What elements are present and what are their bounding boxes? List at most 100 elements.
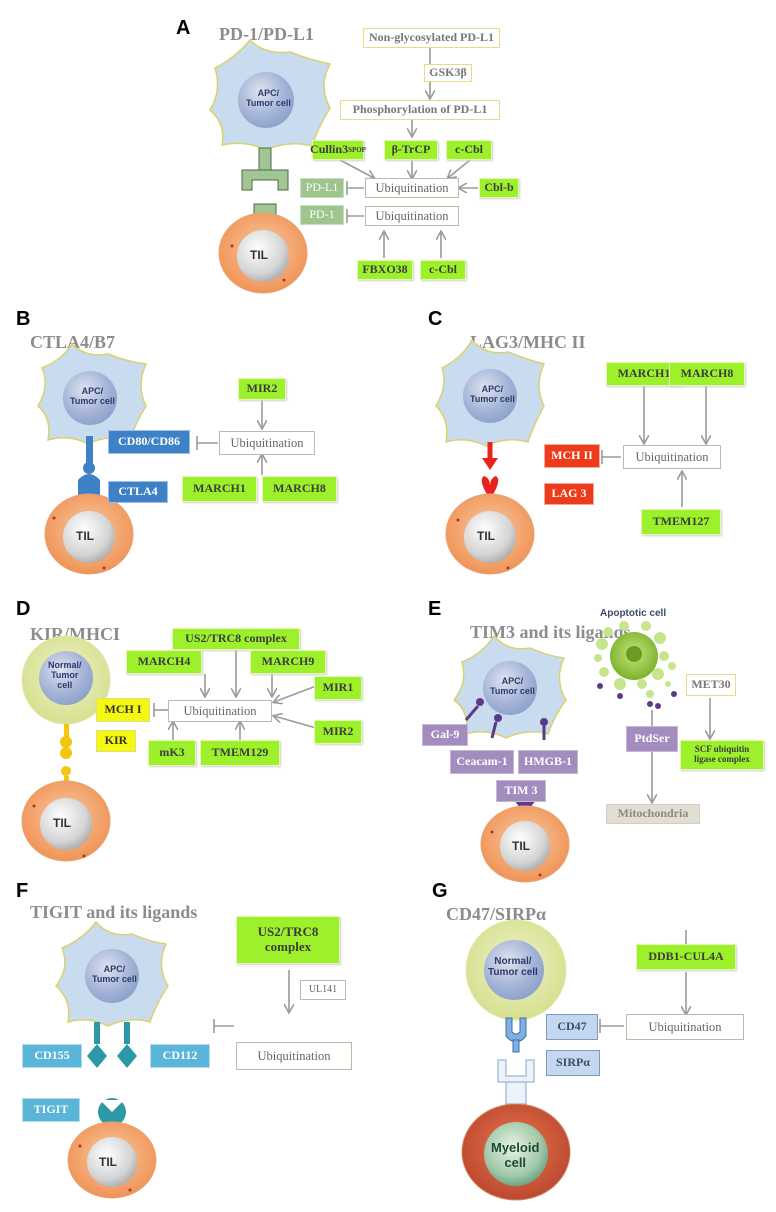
panel-b-cells <box>37 342 388 575</box>
myeloid-cell-label: Myeloid cell <box>491 1140 539 1170</box>
apc-cell-label: APC/ Tumor cell <box>70 386 115 406</box>
apc-cell-label: APC/ Tumor cell <box>246 88 291 108</box>
panel-label: E <box>428 598 442 620</box>
hmgb1-box: HMGB-1 <box>518 750 578 774</box>
tim3-box: TIM 3 <box>496 780 546 802</box>
gal9-box: Gal-9 <box>422 724 468 746</box>
apc-cell-text: APC/ Tumor cell <box>92 964 137 984</box>
til-cell-label: TIL <box>250 248 268 262</box>
til-cell-label: TIL <box>512 839 530 853</box>
panel-d: D KIR/MHCI Normal/ Tumor cell TIL US2/TR… <box>0 590 388 872</box>
scf-ligase-text: SCF ubiquitin ligase complex <box>694 744 750 764</box>
mir1-box: MIR1 <box>314 676 362 700</box>
ccbl-box-2: c-Cbl <box>420 260 466 280</box>
mir2-box: MIR2 <box>238 378 286 400</box>
panel-a-cells <box>209 38 478 294</box>
march4-box: MARCH4 <box>126 650 202 674</box>
fbxo38-box: FBXO38 <box>357 260 413 280</box>
normal-cell-label: Normal/ Tumor cell <box>48 660 82 690</box>
apoptotic-cell-label: Apoptotic cell <box>600 608 667 619</box>
ptdser-box: PtdSer <box>626 726 678 752</box>
panel-c-cells <box>435 338 776 575</box>
panel-g: G CD47/SIRPα Normal/ Tumor cell Myeloid … <box>388 872 776 1212</box>
phospho-box: Phosphorylation of PD-L1 <box>340 100 500 120</box>
march8-box: MARCH8 <box>262 476 337 502</box>
apc-nucleus <box>238 72 294 128</box>
lag3-box: LAG 3 <box>544 483 594 505</box>
til-cell-label: TIL <box>99 1155 117 1169</box>
panel-c: C LAG3/MHC II APC/ Tumor cell TIL MARCH1… <box>388 300 776 590</box>
mk3-box: mK3 <box>148 740 196 766</box>
apc-cell-text: APC/ Tumor cell <box>490 676 535 696</box>
apc-cell-text: APC/ Tumor cell <box>70 386 115 406</box>
ddb1-cul4a-box: DDB1-CUL4A <box>636 944 736 970</box>
panel-label: G <box>432 880 448 902</box>
ubiquitination-box: Ubiquitination <box>219 431 315 455</box>
cd80-cd86-box: CD80/CD86 <box>108 430 190 454</box>
march9-box: MARCH9 <box>250 650 326 674</box>
til-cell-label: TIL <box>53 816 71 830</box>
btrcp-box: β-TrCP <box>384 140 438 160</box>
cd47-box: CD47 <box>546 1014 598 1040</box>
cullin3-text: Cullin3 <box>310 142 349 157</box>
pd1-box: PD-1 <box>300 205 344 225</box>
met30-box: MET30 <box>686 674 736 696</box>
ul141-box: UL141 <box>300 980 346 1000</box>
tmem127-box: TMEM127 <box>641 509 721 535</box>
til-cell-label: TIL <box>76 529 94 543</box>
panel-d-cells <box>21 635 317 862</box>
panel-title: TIGIT and its ligands <box>30 902 198 922</box>
normal-cell-label: Normal/ Tumor cell <box>488 956 538 978</box>
ubiquitination-box: Ubiquitination <box>626 1014 744 1040</box>
panel-f-cells <box>54 920 388 1199</box>
panel-label: F <box>16 880 29 902</box>
ubiquitination-box: Ubiquitination <box>236 1042 352 1070</box>
apc-cell-label: APC/ Tumor cell <box>470 384 515 404</box>
ubiquitination-box: Ubiquitination <box>365 178 459 198</box>
ubiquitination-box: Ubiquitination <box>623 445 721 469</box>
mch2-box: MCH II <box>544 444 600 468</box>
us2-trc8-box: US2/TRC8 complex <box>172 628 300 650</box>
us2-trc8-text: US2/TRC8 complex <box>257 924 319 954</box>
ceacam1-box: Ceacam-1 <box>450 750 514 774</box>
panel-g-cells <box>461 919 776 1201</box>
apc-cell-text: APC/ Tumor cell <box>246 88 291 108</box>
mch1-box: MCH I <box>96 698 150 722</box>
cd155-box: CD155 <box>22 1044 82 1068</box>
ctla4-box: CTLA4 <box>108 481 168 503</box>
kir-box: KIR <box>96 730 136 752</box>
apc-cell-text: APC/ Tumor cell <box>470 384 515 404</box>
panel-title: PD-1/PD-L1 <box>219 24 314 44</box>
panel-e: E TIM3 and its ligands APC/ Tumor cell <box>388 590 776 883</box>
cblb-box: Cbl-b <box>479 178 519 198</box>
panel-title: CTLA4/B7 <box>30 332 116 352</box>
mir2-box: MIR2 <box>314 720 362 744</box>
normal-cell-text: Normal/ Tumor cell <box>488 956 538 978</box>
apc-cell-label: APC/ Tumor cell <box>490 676 535 696</box>
panel-label: B <box>16 308 31 330</box>
cullin3-sup: SPOP <box>348 145 366 154</box>
tmem129-box: TMEM129 <box>200 740 280 766</box>
march8-box: MARCH8 <box>669 362 745 386</box>
sirpa-box: SIRPα <box>546 1050 600 1076</box>
nonglyco-box: Non-glycosylated PD-L1 <box>363 28 500 48</box>
tigit-box: TIGIT <box>22 1098 80 1122</box>
ccbl-box: c-Cbl <box>446 140 492 160</box>
panel-b: B CTLA4/B7 APC/ Tumor cell TIL MIR2 CD80… <box>0 300 388 590</box>
pdl1-box: PD-L1 <box>300 178 344 198</box>
myeloid-cell-text: Myeloid cell <box>491 1140 540 1170</box>
panel-title: CD47/SIRPα <box>446 904 547 924</box>
us2-trc8-box: US2/TRC8 complex <box>236 916 340 964</box>
panel-f: F TIGIT and its ligands APC/ Tumor cell … <box>0 872 388 1212</box>
panel-a: A PD-1/PD-L1 APC/ Tumor cell TIL Non-gly… <box>0 0 776 300</box>
ubiquitination-box: Ubiquitination <box>168 700 272 722</box>
scf-ligase-box: SCF ubiquitin ligase complex <box>680 740 764 770</box>
ubiquitination-box-2: Ubiquitination <box>365 206 459 226</box>
panel-title: LAG3/MHC II <box>470 332 586 352</box>
panel-title: TIM3 and its ligands <box>470 622 631 642</box>
til-cell-label: TIL <box>477 529 495 543</box>
panel-label: A <box>176 17 191 39</box>
gsk3b-box: GSK3β <box>424 64 472 82</box>
panel-e-cells <box>452 621 776 883</box>
mitochondria-box: Mitochondria <box>606 804 700 824</box>
